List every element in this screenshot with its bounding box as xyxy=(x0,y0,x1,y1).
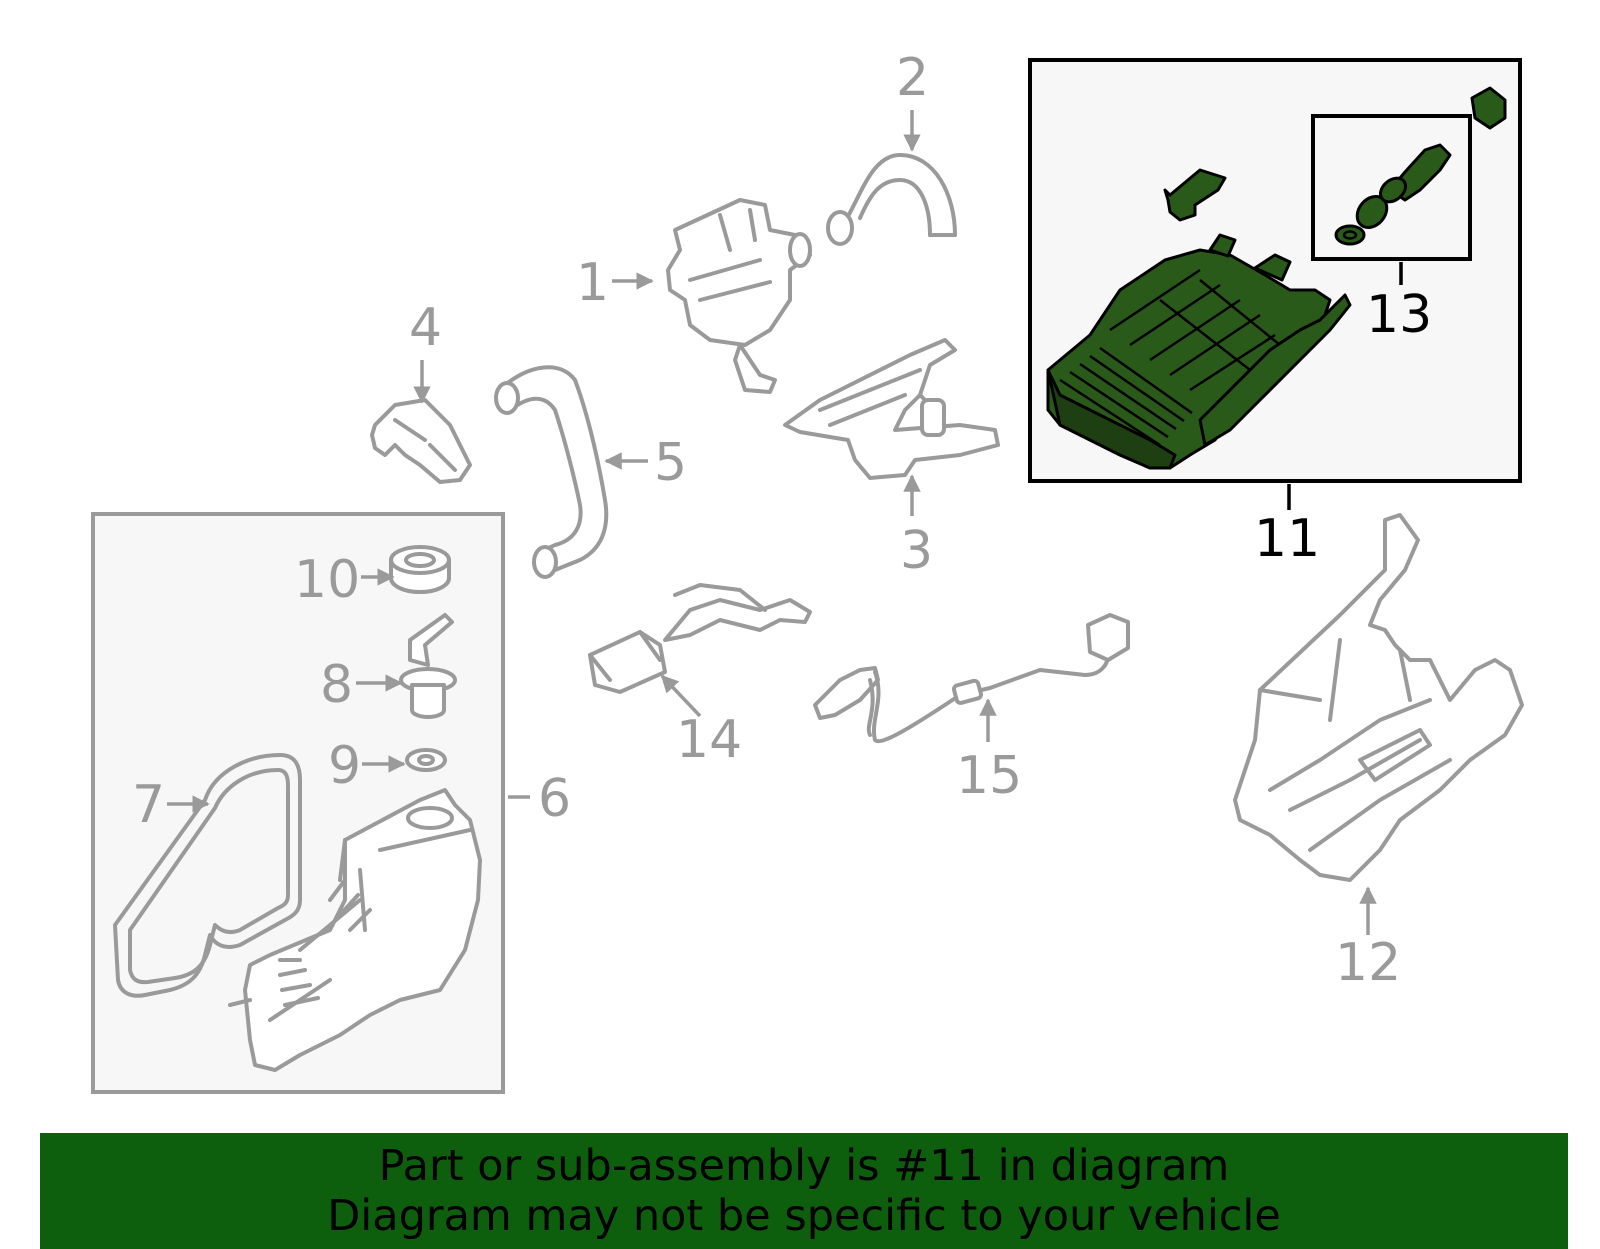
callout-11: 11 xyxy=(1254,509,1320,569)
part-9-washer[interactable] xyxy=(405,748,447,772)
part-5-hose[interactable] xyxy=(494,365,609,579)
callout-6: 6 xyxy=(538,769,571,829)
part-12-shield[interactable] xyxy=(1233,513,1524,882)
callout-3: 3 xyxy=(900,521,933,581)
callout-1: 1 xyxy=(576,253,609,313)
part-10-cap[interactable] xyxy=(389,545,451,594)
callout-10: 10 xyxy=(294,550,360,610)
callout-4: 4 xyxy=(409,298,442,358)
callout-9: 9 xyxy=(328,736,361,796)
part-4-sensor[interactable] xyxy=(370,398,472,484)
part-2-hose[interactable] xyxy=(826,153,957,246)
callout-2: 2 xyxy=(896,48,929,108)
callout-5: 5 xyxy=(654,433,687,493)
part-11-bracket[interactable] xyxy=(1163,168,1227,222)
callout-7: 7 xyxy=(132,775,165,835)
part-3-bracket[interactable] xyxy=(783,338,1000,480)
callout-13: 13 xyxy=(1366,285,1432,345)
part-15-sensor[interactable] xyxy=(813,613,1130,744)
callout-15: 15 xyxy=(956,746,1022,806)
callout-8: 8 xyxy=(320,655,353,715)
part-7-gasket[interactable] xyxy=(113,753,302,998)
banner-line-2: Diagram may not be specific to your vehi… xyxy=(327,1191,1281,1241)
callout-14: 14 xyxy=(676,710,742,770)
part-11-canister[interactable] xyxy=(1046,233,1352,470)
callout-12: 12 xyxy=(1335,933,1401,993)
leader-lines xyxy=(167,110,1403,935)
part-14-connector[interactable] xyxy=(588,583,812,694)
part-1-pump[interactable] xyxy=(666,198,812,394)
info-banner: Part or sub-assembly is #11 in diagram D… xyxy=(40,1133,1568,1249)
banner-line-1: Part or sub-assembly is #11 in diagram xyxy=(378,1141,1230,1191)
part-6-tank[interactable] xyxy=(228,788,482,1072)
part-13-valve-parts[interactable] xyxy=(1334,86,1507,246)
part-8-valve[interactable] xyxy=(399,613,457,719)
